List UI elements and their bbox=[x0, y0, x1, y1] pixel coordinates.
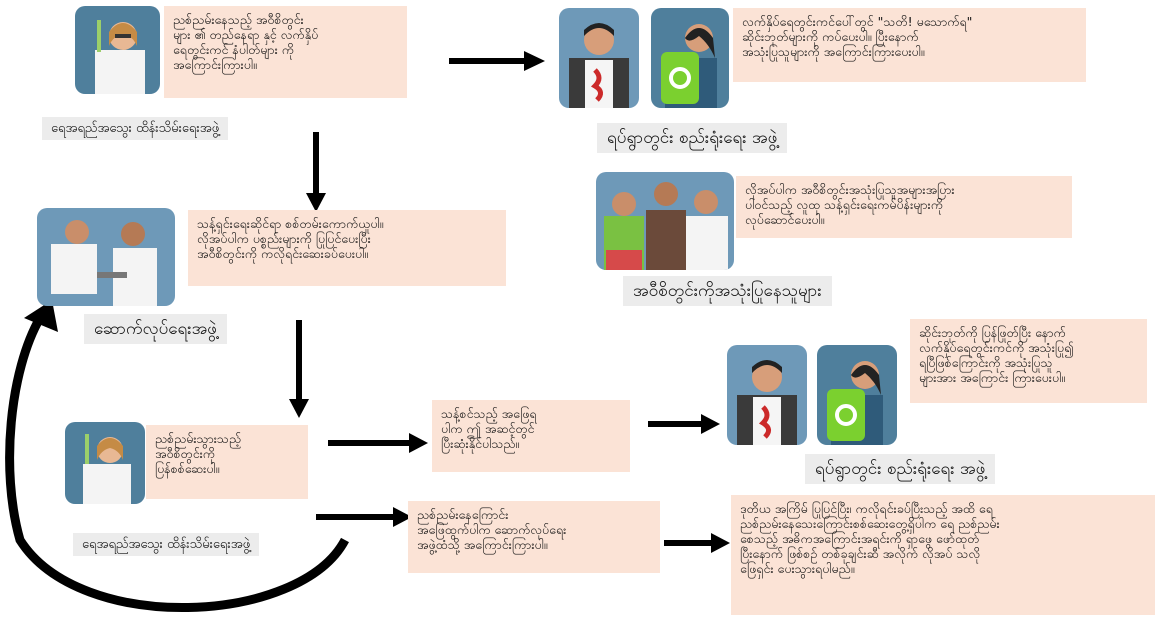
note-post-warning-signs: လက်နှိပ်ရေတွင်းကင်ပေါ်တွင် "သတိ! မသောက်ရ… bbox=[733, 8, 1086, 82]
note-notify-contaminated-wells: ညစ်ညမ်းနေသည့် အဝီစိတွင်း များ ၏ တည်နေရာ … bbox=[164, 6, 407, 98]
note-retest-well: ညစ်ညမ်းသွားသည့် အဝီစိတွင်းကို ပြန်စစ်ဆေး… bbox=[146, 425, 308, 499]
outreach-woman-icon bbox=[817, 345, 897, 445]
workers-icon bbox=[37, 208, 175, 306]
note-second-repair-root-cause: ဒုတိယ အကြိမ် ပြုပြင်ပြီး၊ ကလိုရင်းခပ်ပြီ… bbox=[731, 495, 1155, 615]
label-water-quality-team: ရေအရည်အသွေး ထိန်းသိမ်းရေးအဖွဲ့ bbox=[73, 533, 260, 556]
arrow-clean-to-outreach bbox=[648, 421, 704, 427]
label-well-users: အဝီစိတွင်းကိုအသုံးပြုနေသူများ bbox=[623, 276, 832, 306]
outreach-man-icon bbox=[559, 8, 639, 108]
note-contaminated-notify-construction: ညစ်ညမ်းနေကြောင်း အဖြေထွက်ပါက ဆောက်လုပ်ရေ… bbox=[408, 501, 660, 573]
note-community-campaign: လိုအပ်ပါက အဝီစိတွင်းအသုံးပြုသူအများအပြား… bbox=[736, 176, 1072, 238]
outreach-man-icon bbox=[727, 345, 807, 445]
label-water-quality-team: ရေအရည်အသွေး ထိန်းသိမ်းရေးအဖွဲ့ bbox=[42, 117, 229, 140]
arrow-retest-to-clean bbox=[328, 440, 412, 446]
label-field-outreach-team: ရပ်ရွာတွင်း စည်းရုံးရေး အဖွဲ့ bbox=[597, 123, 788, 153]
arrow-retest-to-contaminated bbox=[316, 514, 396, 520]
label-construction-team: ဆောက်လုပ်ရေးအဖွဲ့ bbox=[84, 314, 227, 344]
arrow-construction-to-retest bbox=[296, 320, 302, 402]
community-users-icon bbox=[596, 172, 734, 270]
arrow-contaminated-to-repair bbox=[664, 540, 714, 546]
note-sanitation-survey: သန့်ရှင်းရေးဆိုင်ရာ စစ်တမ်းကောက်ယူပါ။ လိ… bbox=[188, 210, 506, 286]
arrow-loop-back bbox=[5, 315, 349, 613]
scientist-icon bbox=[65, 422, 145, 504]
arrow-wq-to-construction bbox=[313, 132, 319, 196]
note-remove-signs: ဆိုင်းဘုတ်ကို ပြန်ဖြုတ်ပြီး နောက် လက်နှိ… bbox=[910, 319, 1147, 403]
note-clean-result-end: သန့်စင်သည့် အဖြေရ ပါက ဤ အဆင့်တွင် ပြီးဆု… bbox=[432, 400, 630, 472]
label-field-outreach-team: ရပ်ရွာတွင်း စည်းရုံးရေး အဖွဲ့ bbox=[805, 454, 996, 484]
outreach-woman-icon bbox=[651, 8, 729, 108]
scientist-icon bbox=[75, 6, 160, 94]
arrow-scientist-to-outreach bbox=[449, 58, 527, 64]
